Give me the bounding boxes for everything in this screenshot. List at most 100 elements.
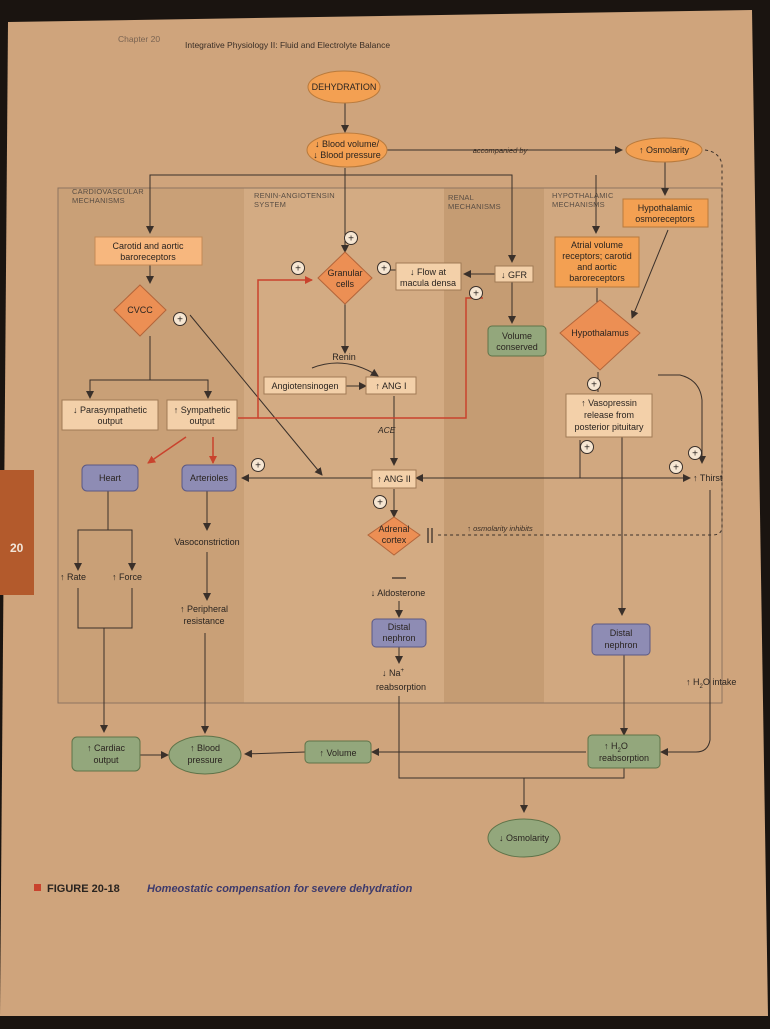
svg-text:↑ Osmolarity: ↑ Osmolarity <box>639 145 690 155</box>
svg-text:Hypothalamic: Hypothalamic <box>638 203 693 213</box>
svg-text:↓ Parasympathetic: ↓ Parasympathetic <box>73 405 148 415</box>
svg-text:Heart: Heart <box>99 473 122 483</box>
svg-text:cortex: cortex <box>382 535 407 545</box>
svg-text:receptors; carotid: receptors; carotid <box>562 251 632 261</box>
svg-text:Distal: Distal <box>610 628 633 638</box>
svg-text:output: output <box>93 755 119 765</box>
svg-text:release from: release from <box>584 410 634 420</box>
force-label: ↑ Force <box>112 572 142 582</box>
svg-text:reabsorption: reabsorption <box>599 753 649 763</box>
svg-text:+: + <box>673 463 679 474</box>
osmolarity-inhibits-label: ↑ osmolarity inhibits <box>467 524 533 533</box>
svg-text:+: + <box>255 461 261 472</box>
svg-text:↑ ANG II: ↑ ANG II <box>377 474 411 484</box>
figure-caption: Homeostatic compensation for severe dehy… <box>147 883 413 895</box>
chapter-label: Chapter 20 <box>118 34 160 44</box>
svg-text:↑ Vasopressin: ↑ Vasopressin <box>581 398 637 408</box>
svg-text:output: output <box>97 416 123 426</box>
svg-text:+: + <box>295 264 301 275</box>
mechanisms-frame <box>57 187 723 704</box>
chapter-title: Integrative Physiology II: Fluid and Ele… <box>185 40 390 50</box>
peripheral-resistance: ↑ Peripheral resistance <box>180 604 228 626</box>
section-renal-1: RENAL <box>448 193 474 202</box>
svg-text:↓ Na+: ↓ Na+ <box>382 668 405 678</box>
node-ang1: ↑ ANG I <box>365 376 417 395</box>
accompanied-label: accompanied by <box>473 146 529 155</box>
svg-text:↑ ANG I: ↑ ANG I <box>375 381 406 391</box>
plus-sign-9: + <box>688 446 702 460</box>
svg-text:resistance: resistance <box>183 616 224 626</box>
node-gfr: ↓ GFR <box>494 265 534 283</box>
section-hypo-2: MECHANISMS <box>552 200 605 209</box>
section-cardio-1: CARDIOVASCULAR <box>72 187 144 196</box>
node-arterioles: Arterioles <box>181 464 237 492</box>
svg-text:↑ Cardiac: ↑ Cardiac <box>87 743 126 753</box>
node-distal-nephron-2: Distal nephron <box>591 623 651 656</box>
svg-text:Atrial volume: Atrial volume <box>571 240 623 250</box>
svg-text:↑ Volume: ↑ Volume <box>319 748 356 758</box>
svg-text:+: + <box>591 380 597 391</box>
renin-label: Renin <box>332 352 356 362</box>
svg-text:baroreceptors: baroreceptors <box>120 252 176 262</box>
svg-text:Hypothalamus: Hypothalamus <box>571 328 629 338</box>
h2o-intake-label: ↑ H2O intake <box>686 677 736 690</box>
plus-sign-8: + <box>669 460 683 474</box>
svg-text:+: + <box>348 234 354 245</box>
node-volume-conserved: Volume conserved <box>487 325 547 357</box>
caption-marker-icon <box>34 884 41 891</box>
svg-text:↑ Peripheral: ↑ Peripheral <box>180 604 228 614</box>
svg-text:reabsorption: reabsorption <box>376 682 426 692</box>
node-ang2: ↑ ANG II <box>371 469 417 489</box>
svg-text:output: output <box>189 416 215 426</box>
svg-text:nephron: nephron <box>604 640 637 650</box>
svg-text:Granular: Granular <box>327 268 362 278</box>
plus-sign-1: + <box>291 261 305 275</box>
svg-text:+: + <box>377 498 383 509</box>
svg-text:+: + <box>177 315 183 326</box>
node-blood-pressure: ↑ Blood pressure <box>168 735 242 775</box>
svg-text:+: + <box>692 449 698 460</box>
svg-text:Adrenal: Adrenal <box>378 524 409 534</box>
plus-sign-2: + <box>377 261 391 275</box>
svg-text:↑ Blood: ↑ Blood <box>190 743 220 753</box>
thirst-label: ↑ Thirst <box>693 473 723 483</box>
vasoconstriction-label: Vasoconstriction <box>174 537 239 547</box>
svg-text:↑ Sympathetic: ↑ Sympathetic <box>174 405 231 415</box>
svg-text:Carotid and aortic: Carotid and aortic <box>112 241 184 251</box>
node-heart: Heart <box>81 464 139 492</box>
node-dehydration: DEHYDRATION <box>307 70 381 104</box>
node-macula-densa: ↓ Flow at macula densa <box>395 262 462 291</box>
plus-sign-3: + <box>469 286 483 300</box>
svg-text:↓ Blood volume/: ↓ Blood volume/ <box>315 139 380 149</box>
node-volume: ↑ Volume <box>304 740 372 764</box>
plus-sign-4: + <box>173 312 187 326</box>
node-h2o-reabsorption: ↑ H2O reabsorption <box>587 734 661 769</box>
node-carotid-baroreceptors: Carotid and aortic baroreceptors <box>94 236 203 266</box>
plus-sign-7: + <box>580 440 594 454</box>
node-parasympathetic: ↓ Parasympathetic output <box>61 399 159 431</box>
chapter-tab-number: 20 <box>10 541 24 555</box>
section-raas-1: RENIN-ANGIOTENSIN <box>254 191 335 200</box>
section-renal-2: MECHANISMS <box>448 202 501 211</box>
node-vasopressin: ↑ Vasopressin release from posterior pit… <box>565 393 653 438</box>
node-hypothalamus: Hypothalamus <box>559 299 641 371</box>
node-granular-cells: Granular cells <box>317 251 373 305</box>
node-distal-nephron-1: Distal nephron <box>371 618 427 648</box>
node-osmolarity-up: ↑ Osmolarity <box>625 137 703 163</box>
plus-sign-10: + <box>373 495 387 509</box>
svg-text:conserved: conserved <box>496 342 538 352</box>
svg-text:CVCC: CVCC <box>127 305 153 315</box>
svg-text:Arterioles: Arterioles <box>190 473 229 483</box>
svg-text:baroreceptors: baroreceptors <box>569 273 625 283</box>
svg-text:+: + <box>381 264 387 275</box>
node-hypothalamic-osmoreceptors: Hypothalamic osmoreceptors <box>622 198 709 228</box>
svg-text:cells: cells <box>336 279 355 289</box>
node-angiotensinogen: Angiotensinogen <box>263 376 347 395</box>
node-blood-volume: ↓ Blood volume/ ↓ Blood pressure <box>306 132 388 168</box>
svg-text:↓ Blood pressure: ↓ Blood pressure <box>313 150 381 160</box>
node-cvcc: CVCC <box>113 284 167 337</box>
figure-label: FIGURE 20-18 <box>47 883 120 895</box>
node-atrial-receptors: Atrial volume receptors; carotid and aor… <box>554 236 640 288</box>
